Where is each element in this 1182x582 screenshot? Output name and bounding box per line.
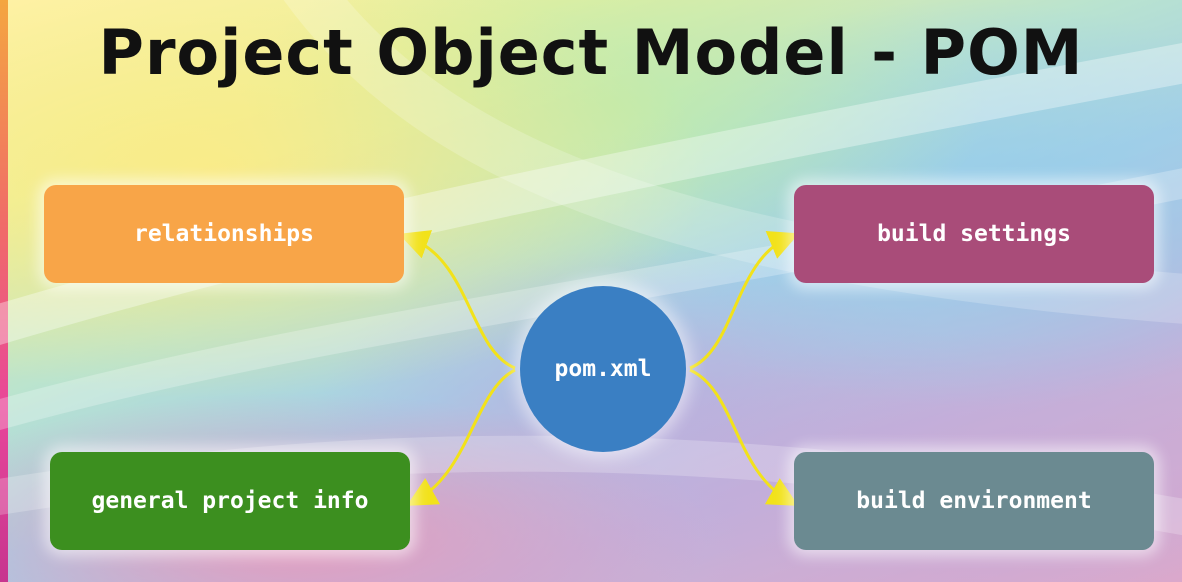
- node-build-environment-label: build environment: [856, 488, 1092, 514]
- left-edge-stripe: [0, 0, 8, 582]
- node-general-project-info-label: general project info: [91, 488, 369, 514]
- hub-pom-xml-label: pom.xml: [554, 356, 652, 382]
- node-build-settings-label: build settings: [877, 221, 1071, 247]
- page-title: Project Object Model - POM: [98, 16, 1084, 89]
- node-build-settings: build settings: [794, 185, 1154, 283]
- node-relationships-label: relationships: [133, 221, 314, 247]
- node-general-project-info: general project info: [50, 452, 410, 550]
- hub-pom-xml: pom.xml: [520, 286, 686, 452]
- node-build-environment: build environment: [794, 452, 1154, 550]
- node-relationships: relationships: [44, 185, 404, 283]
